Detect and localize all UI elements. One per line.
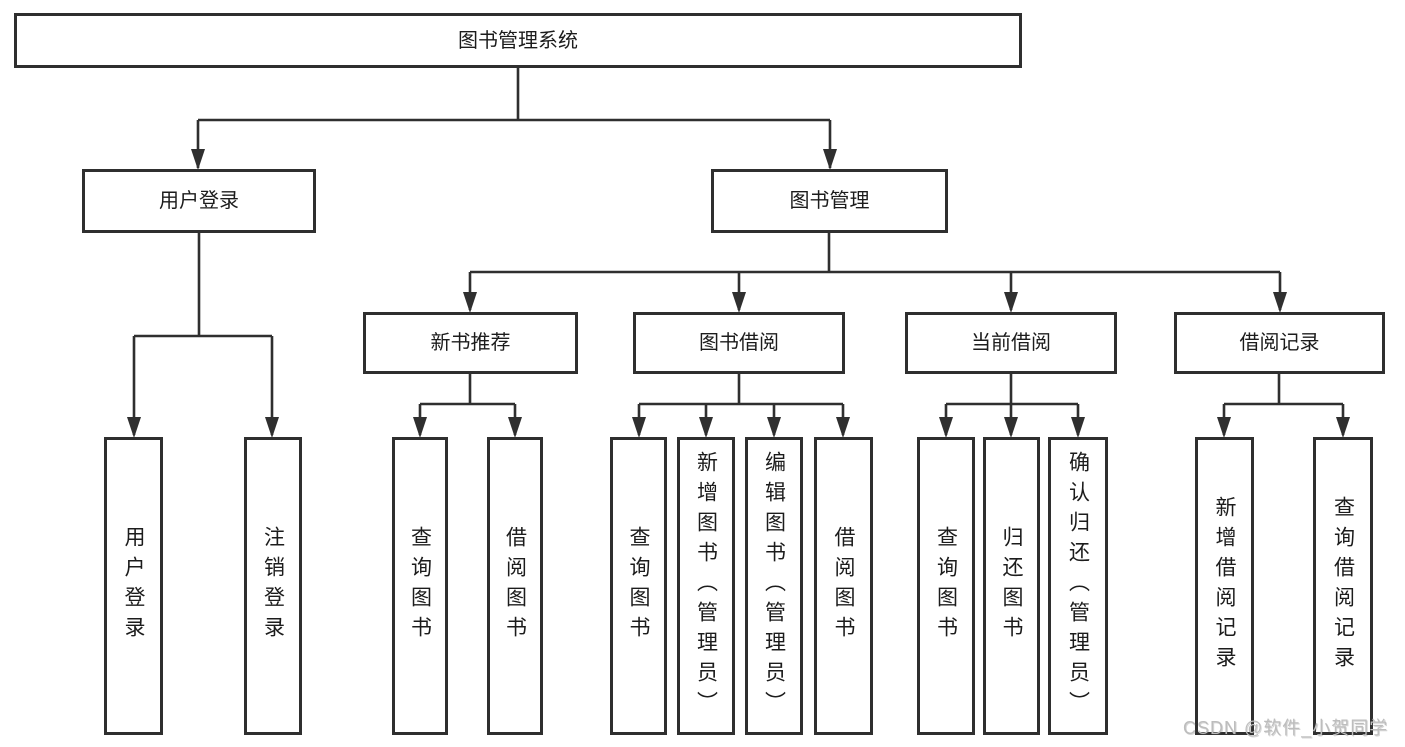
csdn-watermark: CSDN @软件_小贺同学	[1183, 718, 1389, 738]
node-book-borrow: 图书借阅	[633, 312, 845, 374]
node-leaf-add-book-admin: 新增图书（管理员）	[677, 437, 735, 735]
node-leaf-borrow-books-1: 借阅图书	[487, 437, 543, 735]
node-leaf-borrow-books-2: 借阅图书	[814, 437, 873, 735]
connector-borrow-records	[1222, 373, 1345, 435]
node-current-borrow: 当前借阅	[905, 312, 1117, 374]
node-book-management: 图书管理	[711, 169, 948, 233]
node-leaf-query-books-2: 查询图书	[610, 437, 667, 735]
node-leaf-user-login: 用户登录	[104, 437, 163, 735]
node-leaf-logout: 注销登录	[244, 437, 302, 735]
node-leaf-query-books-3: 查询图书	[917, 437, 975, 735]
node-library-system: 图书管理系统	[14, 13, 1022, 68]
node-leaf-query-books-1: 查询图书	[392, 437, 448, 735]
connector-user-login	[132, 232, 274, 435]
connector-book-mgmt	[468, 232, 1282, 310]
node-new-book-recommend: 新书推荐	[363, 312, 578, 374]
connector-book-borrow	[637, 373, 845, 435]
connector-new-book-rec	[418, 373, 517, 435]
node-leaf-add-borrow-record: 新增借阅记录	[1195, 437, 1254, 735]
node-borrow-records: 借阅记录	[1174, 312, 1385, 374]
node-leaf-edit-book-admin: 编辑图书（管理员）	[745, 437, 803, 735]
node-leaf-confirm-return-admin: 确认归还（管理员）	[1048, 437, 1108, 735]
node-leaf-return-book: 归还图书	[983, 437, 1040, 735]
node-leaf-query-borrow-record: 查询借阅记录	[1313, 437, 1373, 735]
node-user-login: 用户登录	[82, 169, 316, 233]
connector-root	[196, 66, 832, 168]
